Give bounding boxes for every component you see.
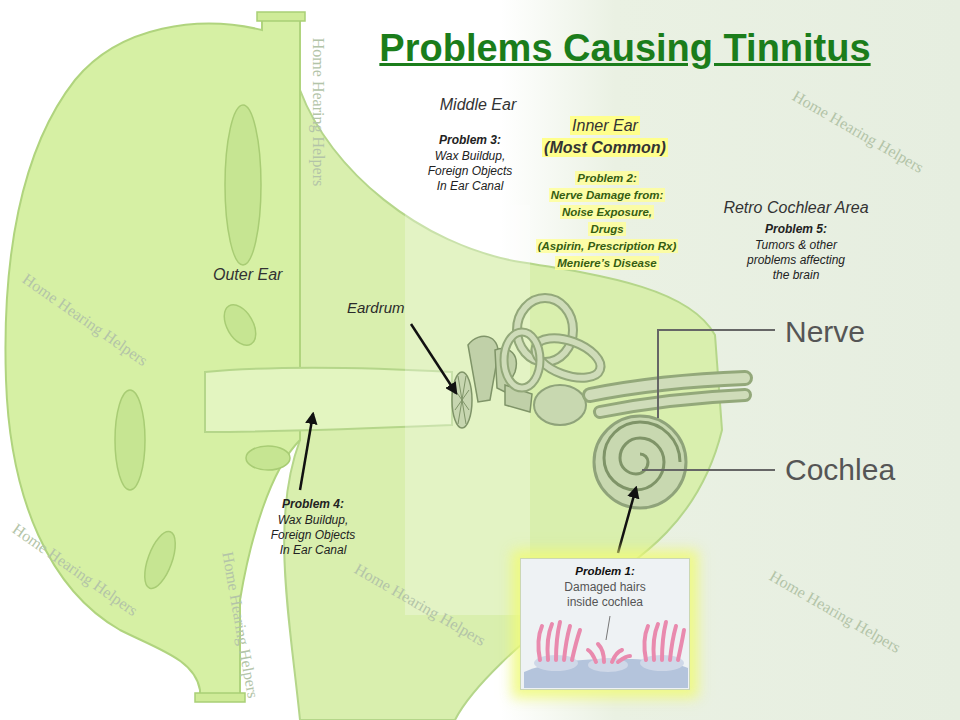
semicircular-canal xyxy=(504,332,540,388)
eardrum-lines xyxy=(455,376,469,424)
watermark: Home Hearing Helpers xyxy=(766,567,904,657)
ear-fold xyxy=(218,299,263,350)
tube-cap xyxy=(195,693,245,702)
inset-box: Problem 1: Damaged hairs inside cochlea xyxy=(520,558,690,690)
problem-number: Problem 3: xyxy=(439,133,501,148)
outer-ear xyxy=(5,18,300,700)
problem-text: (Aspirin, Prescription Rx) xyxy=(536,239,679,253)
watermark: Home Hearing Helpers xyxy=(351,560,489,650)
problem-number: Problem 5: xyxy=(765,222,827,237)
part-name: Cochlea xyxy=(785,453,895,487)
problem-text: Nerve Damage from: xyxy=(549,188,665,202)
region-name: Middle Ear xyxy=(440,95,516,114)
problem-text: Drugs xyxy=(588,222,625,236)
inset-caption: Damaged hairs inside cochlea xyxy=(555,580,655,610)
tube-cap xyxy=(257,12,305,21)
watermark: Home Hearing Helpers xyxy=(309,38,327,186)
title: Problems Causing Tinnitus xyxy=(379,26,870,72)
cochlea-membrane xyxy=(524,659,688,688)
problem-text: Tumors & other problems affecting the br… xyxy=(740,238,852,283)
region-name: Inner Ear xyxy=(570,116,640,135)
watermark: Home Hearing Helpers xyxy=(9,520,141,620)
ear-fold xyxy=(246,446,290,470)
problem-text: Meniere’s Disease xyxy=(555,256,659,270)
problem-number: Problem 4: xyxy=(282,497,344,512)
hair-cell xyxy=(640,655,684,671)
semicircular-canal xyxy=(504,332,540,388)
ossicle xyxy=(468,336,498,402)
leader-line xyxy=(606,616,610,640)
ear-fold xyxy=(138,528,181,593)
watermark: Home Hearing Helpers xyxy=(19,270,151,370)
cochlea-shape xyxy=(594,416,686,508)
eardrum-shape xyxy=(452,372,472,428)
pointer-arrow xyxy=(618,488,636,553)
healthy-hairs xyxy=(644,622,684,660)
problem-text: Wax Buildup, Foreign Objects In Ear Cana… xyxy=(424,149,516,194)
leader-line xyxy=(658,330,775,418)
ear-fold xyxy=(115,390,145,490)
region-name: Outer Ear xyxy=(213,265,282,284)
hair-cell xyxy=(534,655,578,671)
part-name: Eardrum xyxy=(347,299,405,317)
watermark: Home Hearing Helpers xyxy=(789,87,927,177)
callout-number: Problem 1: xyxy=(525,564,685,578)
pointer-arrow xyxy=(411,324,456,393)
vestibule xyxy=(534,385,586,425)
damaged-hairs xyxy=(588,644,630,662)
middle-ear-zone xyxy=(405,205,530,615)
nerve-tube xyxy=(600,395,745,412)
region-name: Retro Cochlear Area xyxy=(723,198,868,217)
nerve-tube xyxy=(600,395,745,412)
problem-text: Noise Exposure, xyxy=(560,205,654,219)
pointer-arrow xyxy=(300,414,313,490)
ear-fold xyxy=(225,105,261,265)
problem-text: Wax Buildup, Foreign Objects In Ear Cana… xyxy=(267,513,359,558)
note: (Most Common) xyxy=(542,138,668,157)
watermark: Home Hearing Helpers xyxy=(218,550,261,699)
leader-line xyxy=(642,469,775,471)
healthy-hairs xyxy=(538,622,580,660)
hair-cell xyxy=(588,658,628,672)
part-name: Nerve xyxy=(785,315,865,349)
cochlea-spiral xyxy=(604,422,680,490)
problem-number: Problem 2: xyxy=(575,171,638,185)
